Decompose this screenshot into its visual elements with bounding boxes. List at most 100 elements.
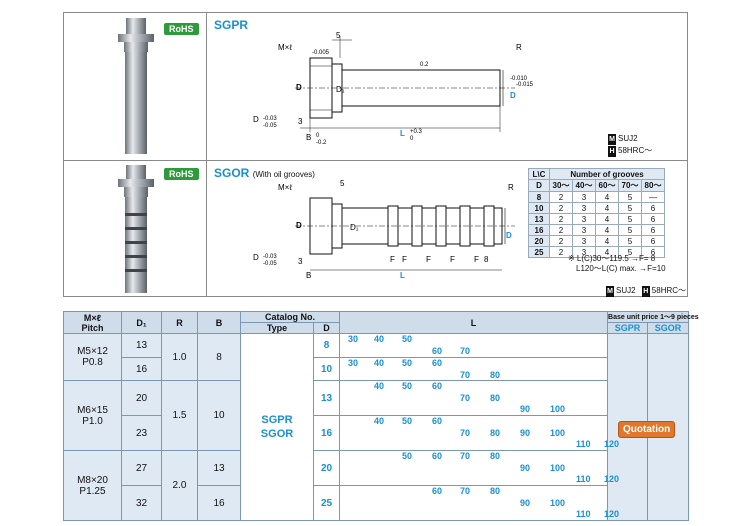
l-value: 100 [550, 497, 566, 508]
l-values-line: 90 100 [340, 498, 607, 509]
svg-text:0.2: 0.2 [420, 62, 429, 68]
sgor-drawing: M×ℓ 5 R D D₁ D D -0.03 -0.05 3 F F F F F… [253, 179, 515, 280]
l-value: 40 [374, 358, 385, 368]
svg-text:F: F [390, 255, 395, 264]
l-value: 80 [490, 486, 501, 496]
l-value: 60 [432, 358, 443, 368]
svg-text:-0.03: -0.03 [263, 254, 277, 260]
l-row-0: 30 40 50 60 70 [339, 333, 609, 358]
l-value: 40 [374, 416, 385, 426]
l-value: 80 [490, 392, 501, 403]
svg-text:B: B [306, 133, 311, 142]
svg-text:M×ℓ: M×ℓ [278, 183, 292, 192]
sgor-product-photo [118, 165, 154, 293]
l-values-line: 30 40 50 60 [340, 358, 607, 369]
l-value: 70 [460, 346, 471, 356]
svg-text:B: B [306, 271, 311, 280]
svg-text:D: D [510, 91, 516, 100]
l-values-line: 70 80 [340, 370, 607, 381]
l-values-line: 40 50 60 [340, 381, 607, 392]
l-value: 120 [604, 509, 620, 520]
l-value: 40 [374, 334, 385, 344]
quotation-button[interactable]: Quotation [618, 421, 676, 438]
l-value: 30 [348, 334, 359, 344]
l-values-line: 30 40 50 [340, 334, 607, 345]
l-value: 60 [432, 486, 443, 496]
l-value: 120 [604, 474, 620, 485]
grooves-table: L\C Number of grooves D 30～40～60～70～80～ … [528, 168, 665, 258]
l-value: 50 [402, 334, 413, 344]
svg-text:0: 0 [316, 133, 320, 139]
l-value: 90 [520, 462, 531, 473]
l-value: 30 [348, 358, 359, 368]
svg-text:-0.2: -0.2 [316, 140, 327, 146]
l-values-line: 60 70 [340, 346, 607, 357]
rohs-badge: RoHS [164, 168, 199, 180]
l-value: 80 [490, 427, 501, 438]
l-value: 100 [550, 427, 566, 438]
svg-text:F: F [426, 255, 431, 264]
l-value: 60 [432, 381, 443, 391]
l-row-1: 30 40 50 60 70 80 [339, 357, 609, 381]
l-value: 60 [432, 346, 443, 356]
l-value: 110 [576, 474, 591, 485]
l-value: 110 [576, 439, 591, 450]
l-value: 120 [604, 439, 620, 450]
l-value: 60 [432, 416, 443, 426]
l-values-line: 110 120 [340, 439, 619, 450]
l-value: 90 [520, 497, 531, 508]
svg-text:R: R [516, 43, 522, 52]
l-values-line: 70 80 [340, 393, 607, 404]
svg-text:D₁: D₁ [350, 223, 359, 232]
sgpr-drawing: M×ℓ 5 R D D₁ 0.2 D -0.010 -0.015 -0.005 … [253, 31, 534, 146]
l-value: 80 [490, 369, 501, 380]
svg-text:8: 8 [484, 255, 489, 264]
frame-divider-horizontal [63, 160, 688, 161]
svg-text:D: D [296, 83, 302, 92]
svg-text:+0.3: +0.3 [410, 129, 423, 135]
drawing-frame [63, 12, 688, 297]
svg-text:-0.05: -0.05 [263, 261, 277, 267]
l-value: 50 [402, 416, 413, 426]
l-value: 70 [460, 369, 471, 380]
l-value: 70 [460, 451, 471, 461]
l-value: 70 [460, 392, 471, 403]
svg-text:-0.015: -0.015 [516, 82, 534, 88]
l-values-line: 40 50 60 [340, 416, 607, 427]
l-value: 70 [460, 486, 471, 496]
l-value: 50 [402, 358, 413, 368]
l-value: 40 [374, 381, 385, 391]
svg-text:L: L [400, 271, 405, 280]
svg-text:D: D [506, 231, 512, 240]
l-value: 50 [402, 381, 413, 391]
svg-text:R: R [508, 183, 514, 192]
svg-text:-0.005: -0.005 [312, 50, 330, 56]
sgpr-title: SGPR [214, 18, 249, 32]
svg-text:3: 3 [298, 117, 303, 126]
svg-text:D: D [296, 221, 302, 230]
svg-text:5: 5 [336, 31, 341, 40]
rohs-badge: RoHS [164, 23, 199, 35]
svg-text:D₁: D₁ [336, 85, 345, 94]
